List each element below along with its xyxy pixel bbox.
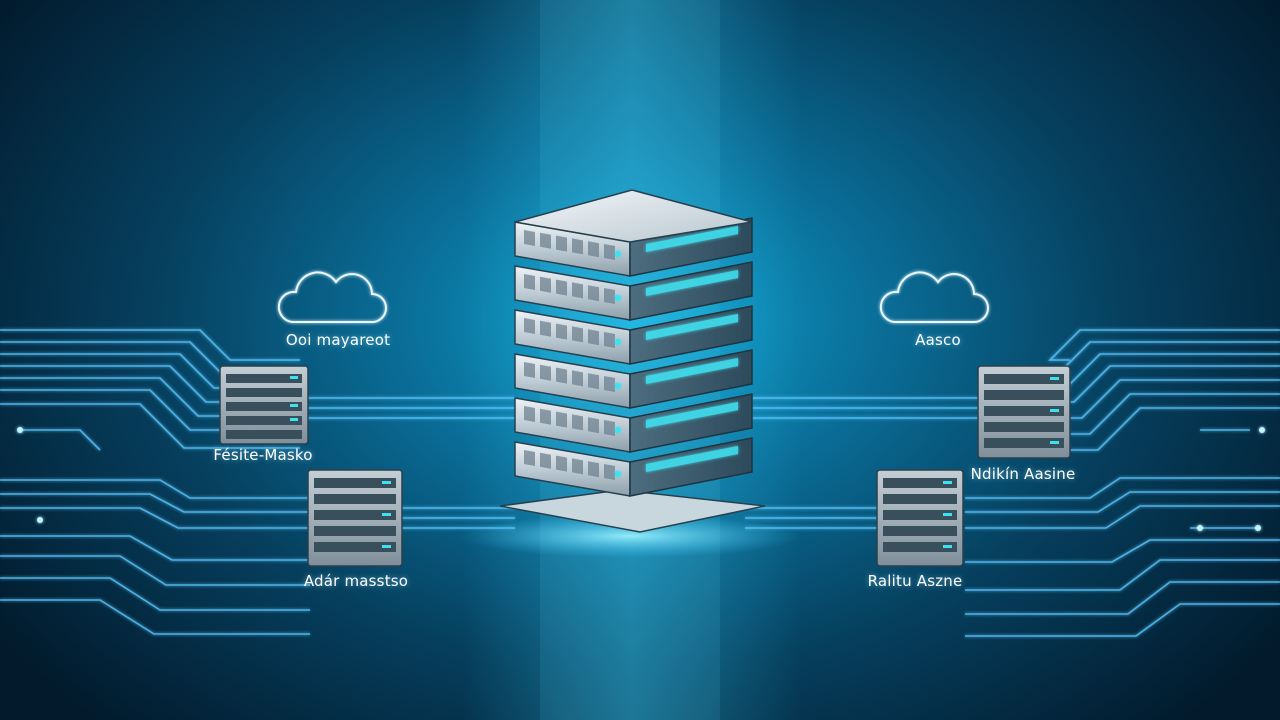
server-led	[615, 383, 621, 389]
server-left-top-label: Fésite-Masko	[213, 446, 313, 464]
server-vent	[604, 332, 615, 348]
server-vent	[556, 411, 567, 428]
server-led-strip	[646, 446, 738, 472]
server-vent	[524, 450, 535, 466]
server-vent	[588, 373, 599, 390]
server-vent	[588, 241, 599, 258]
server-unit	[514, 349, 753, 409]
server-floor-glow	[460, 514, 800, 558]
server-vent	[604, 244, 615, 260]
cloud-icon-right	[879, 271, 989, 323]
server-led-strip	[646, 402, 738, 428]
server-base-plate	[499, 489, 766, 533]
server-led	[615, 339, 621, 345]
server-unit	[514, 305, 753, 365]
server-vent	[572, 414, 583, 431]
server-vent	[604, 376, 615, 392]
server-vent	[588, 461, 599, 478]
server-top-lid	[514, 189, 753, 243]
server-unit	[514, 393, 753, 453]
server-vent	[588, 329, 599, 346]
server-vent	[588, 417, 599, 434]
server-rack-left-top	[219, 365, 309, 445]
server-right-bottom-label: Ralitu Aszne	[867, 572, 963, 590]
server-unit	[514, 437, 753, 497]
server-rack-left-bottom	[307, 469, 403, 567]
server-vent	[556, 455, 567, 472]
server-led	[615, 427, 621, 433]
server-vent	[556, 279, 567, 296]
server-led-strip	[646, 270, 738, 296]
server-vent	[540, 320, 551, 337]
server-vent	[524, 274, 535, 290]
server-led	[615, 251, 621, 257]
server-left-bottom-label: Adár masstso	[303, 572, 409, 590]
server-vent	[572, 282, 583, 299]
server-vent	[588, 285, 599, 302]
server-led-strip	[646, 358, 738, 384]
server-vent	[604, 464, 615, 480]
server-vent	[604, 420, 615, 436]
circuit-nodes	[17, 427, 1265, 531]
server-rack-right-top	[977, 365, 1071, 459]
server-right-top-label: Ndikín Aasine	[970, 465, 1076, 483]
server-led-strip	[646, 314, 738, 340]
circuit-lines	[0, 329, 1280, 637]
server-vent	[540, 232, 551, 249]
server-vent	[572, 458, 583, 475]
cloud-icon-left	[277, 271, 387, 323]
server-vent	[524, 406, 535, 422]
server-vent	[524, 362, 535, 378]
server-unit	[514, 261, 753, 321]
server-vent	[540, 408, 551, 425]
server-vent	[524, 230, 535, 246]
server-vent	[540, 452, 551, 469]
server-vent	[540, 276, 551, 293]
central-server-stack	[514, 189, 753, 497]
server-led	[615, 471, 621, 477]
server-rack-right-bottom	[876, 469, 964, 567]
server-vent	[524, 318, 535, 334]
server-vent	[572, 238, 583, 255]
server-vent	[556, 323, 567, 340]
server-led	[615, 295, 621, 301]
server-vent	[540, 364, 551, 381]
server-vent	[556, 235, 567, 252]
server-vent	[556, 367, 567, 384]
server-led-strip	[646, 226, 738, 252]
server-vent	[572, 370, 583, 387]
cloud-right-label: Aasco	[915, 331, 961, 349]
server-vent	[572, 326, 583, 343]
cloud-left-label: Ooi mayareot	[285, 331, 391, 349]
server-vent	[604, 288, 615, 304]
